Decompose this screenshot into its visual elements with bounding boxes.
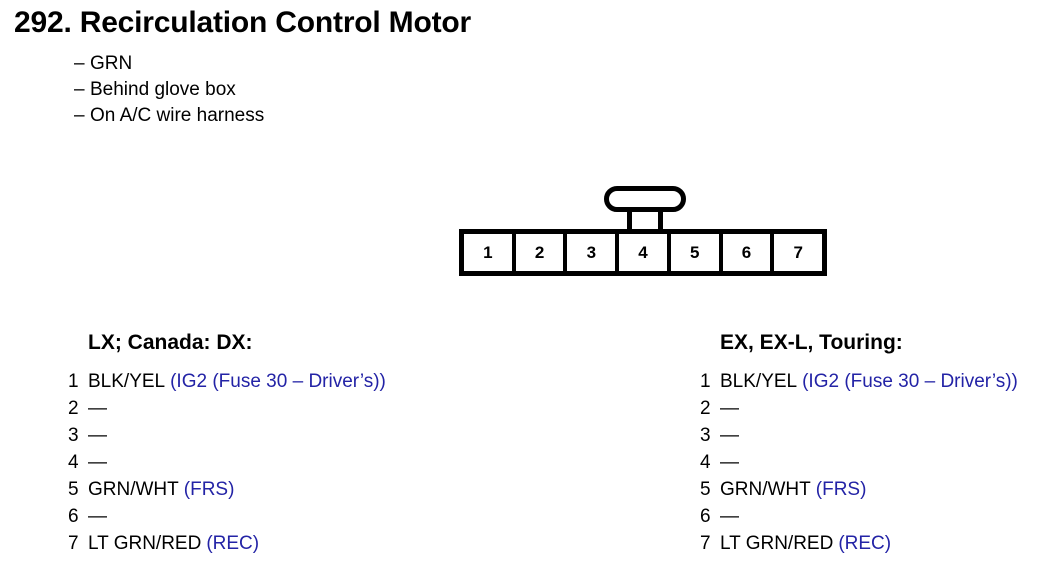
connector-pin-cell: 2	[515, 234, 564, 271]
pin-row: 6 —	[700, 503, 1018, 530]
pin-row: 4 —	[700, 449, 1018, 476]
pin-number: 7	[68, 533, 79, 554]
pin-wire-color: BLK/YEL	[720, 371, 798, 392]
pin-number: 1	[700, 371, 711, 392]
pin-number: 4	[68, 452, 79, 473]
location-note-text: GRN	[90, 53, 133, 74]
pin-wire-color: GRN/WHT	[88, 479, 179, 500]
pin-signal-name: (IG2 (Fuse 30 – Driver’s))	[802, 371, 1018, 392]
pin-signal-name: (FRS)	[183, 479, 235, 500]
pin-number: 2	[700, 398, 711, 419]
pin-signal-name: (REC)	[206, 533, 260, 554]
note-dash-icon: –	[74, 79, 85, 100]
location-note: –On A/C wire harness	[74, 103, 674, 129]
pin-wire-color: —	[88, 506, 107, 527]
location-note: –GRN	[74, 51, 674, 77]
pin-wire-color: —	[720, 452, 739, 473]
pin-wire-color: —	[720, 398, 739, 419]
pin-number: 5	[700, 479, 711, 500]
note-dash-icon: –	[74, 105, 85, 126]
pin-row: 5 GRN/WHT (FRS)	[700, 476, 1018, 503]
connector-pin-cell: 3	[567, 234, 616, 271]
pin-number: 3	[700, 425, 711, 446]
pin-row: 7 LT GRN/RED (REC)	[700, 530, 1018, 557]
pin-row: 2 —	[700, 395, 1018, 422]
pin-number: 5	[68, 479, 79, 500]
pin-row: 3 —	[700, 422, 1018, 449]
pin-signal-name: (FRS)	[815, 479, 867, 500]
pin-wire-color: GRN/WHT	[720, 479, 811, 500]
pin-row: 6 —	[68, 503, 386, 530]
pin-table-ex-exl-touring: EX, EX-L, Touring: 1 BLK/YEL (IG2 (Fuse …	[700, 330, 1018, 557]
pin-rows: 1 BLK/YEL (IG2 (Fuse 30 – Driver’s)) 2 —…	[68, 368, 386, 557]
pin-row: 4 —	[68, 449, 386, 476]
connector-pin-cell: 4	[619, 234, 667, 271]
location-note-text: Behind glove box	[90, 79, 236, 100]
pin-number: 6	[700, 506, 711, 527]
pin-wire-color: —	[88, 452, 107, 473]
pin-number: 3	[68, 425, 79, 446]
pin-rows: 1 BLK/YEL (IG2 (Fuse 30 – Driver’s)) 2 —…	[700, 368, 1018, 557]
connector-locking-tab-icon	[604, 186, 686, 212]
connector-illustration: 1 2 3 4 5 6 7	[459, 186, 827, 276]
pin-wire-color: —	[88, 425, 107, 446]
pin-table-lx-canada-dx: LX; Canada: DX: 1 BLK/YEL (IG2 (Fuse 30 …	[68, 330, 386, 557]
pin-row: 7 LT GRN/RED (REC)	[68, 530, 386, 557]
header-block: 292. Recirculation Control Motor	[14, 6, 714, 40]
pin-number: 6	[68, 506, 79, 527]
pin-row: 1 BLK/YEL (IG2 (Fuse 30 – Driver’s))	[68, 368, 386, 395]
connector-pin-row: 1 2 3 4 5 6 7	[459, 229, 827, 276]
location-note-text: On A/C wire harness	[90, 105, 265, 126]
pin-wire-color: —	[720, 506, 739, 527]
pin-row: 5 GRN/WHT (FRS)	[68, 476, 386, 503]
connector-pin-cell: 7	[774, 234, 823, 271]
connector-pin-cell: 5	[670, 234, 719, 271]
note-dash-icon: –	[74, 53, 85, 74]
pin-signal-name: (REC)	[838, 533, 892, 554]
pin-wire-color: —	[88, 398, 107, 419]
connector-pin-cell: 6	[722, 234, 771, 271]
pin-number: 2	[68, 398, 79, 419]
pin-row: 1 BLK/YEL (IG2 (Fuse 30 – Driver’s))	[700, 368, 1018, 395]
location-note: –Behind glove box	[74, 77, 674, 103]
pin-wire-color: LT GRN/RED	[720, 533, 834, 554]
pin-row: 2 —	[68, 395, 386, 422]
pin-wire-color: LT GRN/RED	[88, 533, 202, 554]
pin-table-heading: LX; Canada: DX:	[88, 331, 253, 354]
pin-number: 7	[700, 533, 711, 554]
pin-number: 4	[700, 452, 711, 473]
pin-wire-color: —	[720, 425, 739, 446]
pin-signal-name: (IG2 (Fuse 30 – Driver’s))	[170, 371, 386, 392]
pin-number: 1	[68, 371, 79, 392]
pin-row: 3 —	[68, 422, 386, 449]
connector-pin-cell: 1	[464, 234, 512, 271]
pin-wire-color: BLK/YEL	[88, 371, 166, 392]
location-notes-list: –GRN –Behind glove box –On A/C wire harn…	[74, 51, 674, 129]
pin-table-heading: EX, EX-L, Touring:	[720, 331, 903, 354]
page-title: 292. Recirculation Control Motor	[14, 6, 471, 39]
